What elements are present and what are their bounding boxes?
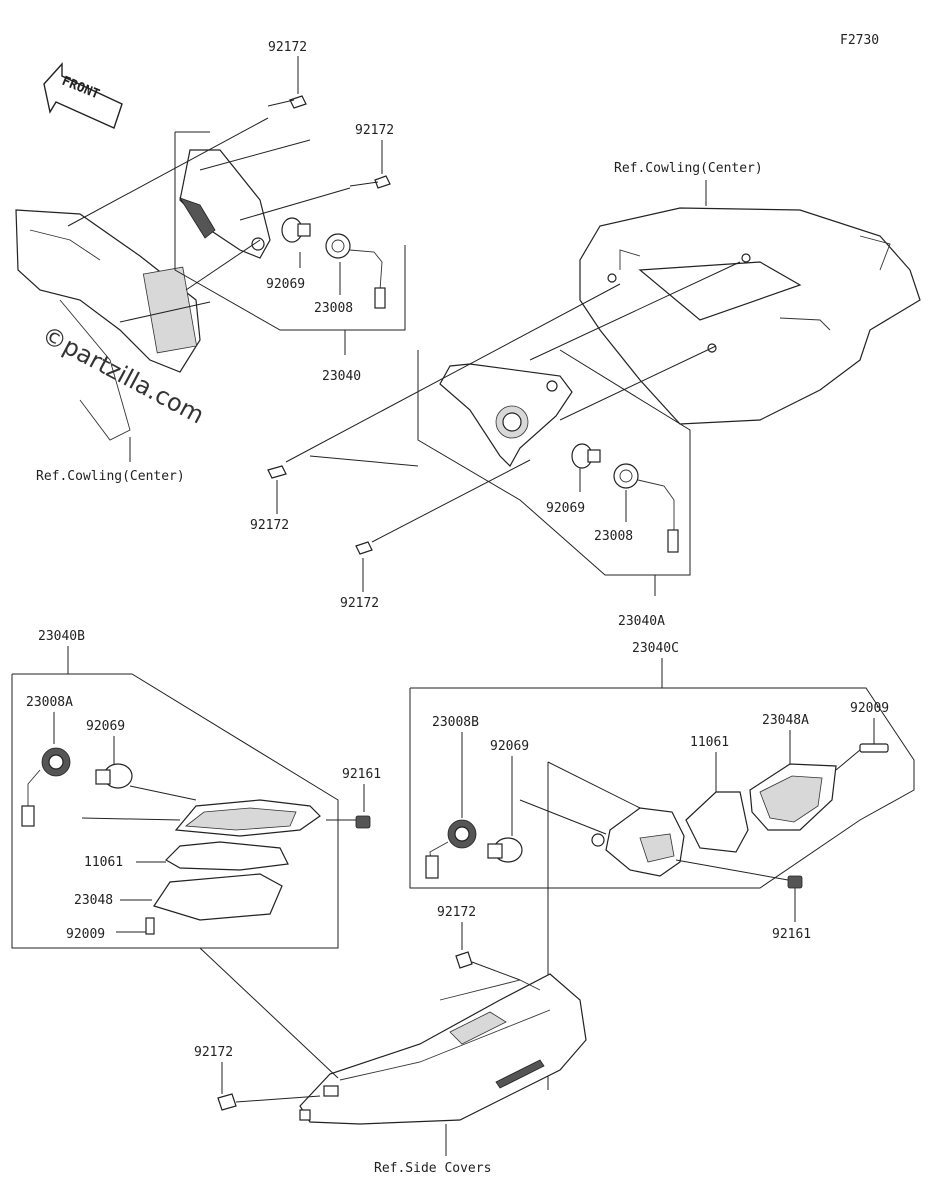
label-23048: 23048 xyxy=(74,893,113,908)
label-ref-side-covers: Ref.Side Covers xyxy=(374,1161,491,1176)
label-92172-mid-left: 92172 xyxy=(250,518,289,533)
label-ref-cowling-left: Ref.Cowling(Center) xyxy=(36,469,185,484)
assembly-23040A xyxy=(267,261,741,596)
label-92172-upper: 92172 xyxy=(355,123,394,138)
label-23040A: 23040A xyxy=(618,614,665,629)
front-arrow-icon: FRONT xyxy=(43,62,123,129)
assembly-23040B xyxy=(21,747,371,935)
assembly-23040 xyxy=(15,95,406,441)
side-cover xyxy=(199,947,587,1125)
label-92161-left: 92161 xyxy=(342,767,381,782)
assembly-23040C xyxy=(425,743,889,1090)
label-23008-upper: 23008 xyxy=(314,301,353,316)
label-92172-bottom: 92172 xyxy=(194,1045,233,1060)
label-23040B: 23040B xyxy=(38,629,85,644)
label-11061-left: 11061 xyxy=(84,855,123,870)
label-92009-right: 92009 xyxy=(850,701,889,716)
label-92172-lower: 92172 xyxy=(437,905,476,920)
label-ref-cowling-right: Ref.Cowling(Center) xyxy=(614,161,763,176)
label-23048A: 23048A xyxy=(762,713,809,728)
label-23008-mid: 23008 xyxy=(594,529,633,544)
label-23040: 23040 xyxy=(322,369,361,384)
label-92069-lower-left: 92069 xyxy=(86,719,125,734)
label-92161-right: 92161 xyxy=(772,927,811,942)
label-92069-upper: 92069 xyxy=(266,277,305,292)
diagram-id: F2730 xyxy=(840,33,879,48)
label-23040C: 23040C xyxy=(632,641,679,656)
label-23008A: 23008A xyxy=(26,695,73,710)
label-11061-right: 11061 xyxy=(690,735,729,750)
cowling-center-right xyxy=(579,207,921,425)
label-92069-mid: 92069 xyxy=(546,501,585,516)
label-23008B: 23008B xyxy=(432,715,479,730)
label-92069-lower-right: 92069 xyxy=(490,739,529,754)
label-92172-mid-lower: 92172 xyxy=(340,596,379,611)
label-92172-top: 92172 xyxy=(268,40,307,55)
label-92009-left: 92009 xyxy=(66,927,105,942)
